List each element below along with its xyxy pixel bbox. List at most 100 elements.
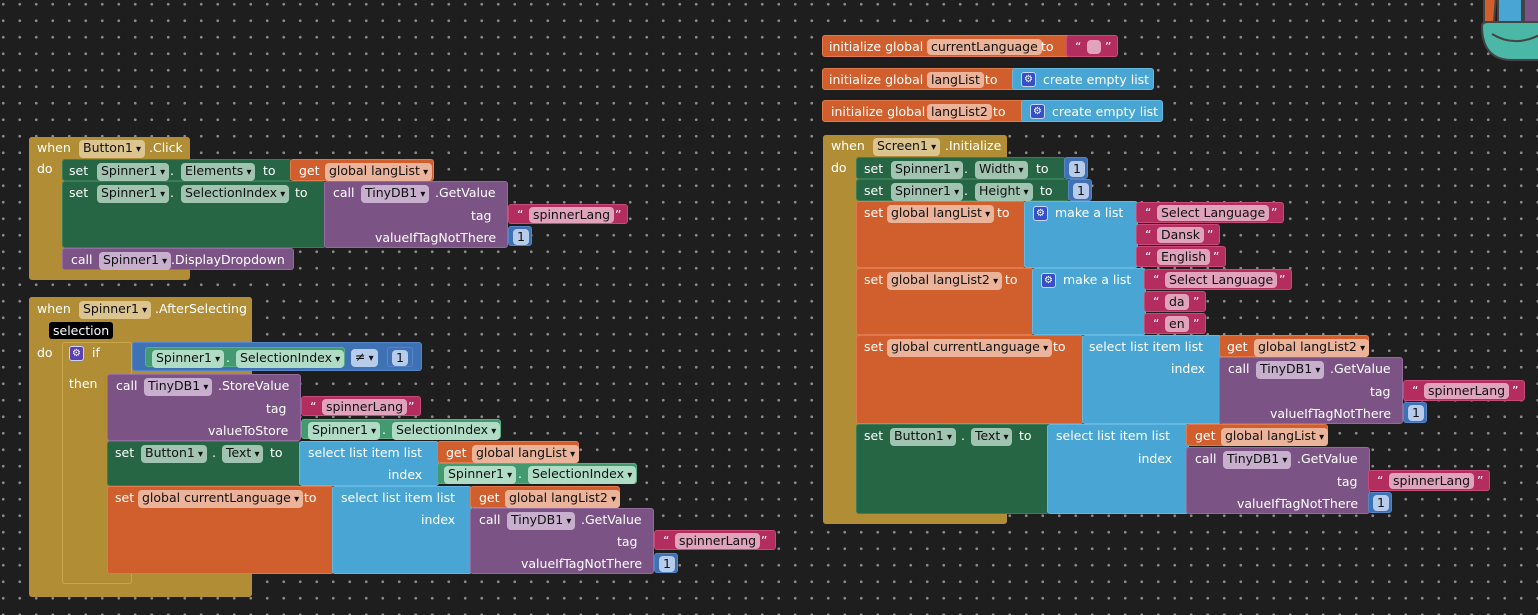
var-dropdown[interactable]: global langList2 [887,272,1003,290]
mutator-gear-icon[interactable]: ⚙ [1033,206,1048,221]
component-dropdown[interactable]: Spinner1 [97,163,170,181]
get-global-langList[interactable]: get global langList [1186,424,1329,446]
number-block[interactable]: 1 [1064,157,1088,179]
init-global-langList[interactable]: initialize global langList to [822,68,1022,90]
component-dropdown[interactable]: Spinner1 [891,183,964,201]
db-dropdown[interactable]: TinyDB1 [1256,361,1325,379]
text-block[interactable]: “ da ” [1144,291,1206,312]
component-dropdown[interactable]: Spinner1 [97,185,170,203]
var-dropdown[interactable]: global langList [1221,428,1329,446]
text-field[interactable]: da [1165,294,1189,310]
var-dropdown[interactable]: global currentLanguage [138,490,304,508]
set-button1-text[interactable]: set Button1 . Text to [107,441,301,486]
number-field[interactable]: 1 [659,556,675,572]
text-field[interactable]: Dansk [1157,227,1204,243]
property-dropdown[interactable]: SelectionIndex [528,466,637,484]
number-block[interactable]: 1 [654,553,678,573]
var-name-field[interactable]: langList2 [927,104,992,120]
component-dropdown[interactable]: Spinner1 [79,301,152,319]
make-a-list[interactable]: ⚙ make a list [1024,201,1138,268]
gear-icon[interactable]: ⚙ [1030,104,1045,119]
empty-text-block[interactable]: “ ” [1066,35,1118,57]
db-dropdown[interactable]: TinyDB1 [507,512,576,530]
make-a-list[interactable]: ⚙ make a list [1032,268,1146,335]
text-block[interactable]: “ Select Language ” [1144,269,1292,290]
number-field[interactable]: 1 [1073,183,1089,199]
var-name-field[interactable]: currentLanguage [927,39,1042,55]
backpack-icon[interactable] [1478,0,1538,62]
text-block[interactable]: “ spinnerLang ” [301,396,421,416]
set-spinner-height[interactable]: set Spinner1 . Height to [856,179,1070,201]
text-block[interactable]: “ English ” [1136,246,1226,267]
text-block[interactable]: “ spinnerLang ” [654,530,776,550]
get-global-langList2[interactable]: get global langList2 [470,486,621,508]
set-spinner-elements[interactable]: set Spinner1 . Elements to [62,159,292,181]
call-tinydb-getvalue[interactable]: call TinyDB1 .GetValue tag valueIfTagNot… [470,508,654,574]
set-global-langList2[interactable]: set global langList2 to [856,268,1034,335]
property-dropdown[interactable]: Text [971,428,1013,446]
component-dropdown[interactable]: Spinner1 [444,466,517,484]
property-dropdown[interactable]: Height [975,183,1033,201]
select-list-item[interactable]: select list item list index [1082,335,1222,424]
select-list-item[interactable]: select list item list index [299,441,439,486]
var-dropdown[interactable]: global langList [472,445,580,463]
set-global-currentLanguage[interactable]: set global currentLanguage to [107,486,334,574]
create-empty-list-block[interactable]: ⚙ create empty list [1021,100,1163,122]
text-block[interactable]: “ Select Language ” [1136,202,1284,223]
set-global-currentLanguage[interactable]: set global currentLanguage to [856,335,1084,424]
property-dropdown[interactable]: Text [222,445,264,463]
get-global-langList[interactable]: get global langList [437,441,580,463]
component-dropdown[interactable]: Button1 [79,140,146,158]
set-spinner-width[interactable]: set Spinner1 . Width to [856,157,1066,179]
property-dropdown[interactable]: SelectionIndex [392,422,501,440]
init-global-langList2[interactable]: initialize global langList2 to [822,100,1032,122]
select-list-item[interactable]: select list item list index [332,486,472,574]
number-block[interactable]: 1 [387,347,413,367]
component-dropdown[interactable]: Spinner1 [308,422,381,440]
property-dropdown[interactable]: Elements [181,163,256,181]
component-dropdown[interactable]: Button1 [890,428,957,446]
property-dropdown[interactable]: SelectionIndex [236,350,345,368]
compare-block[interactable]: Spinner1 . SelectionIndex ≠ 1 [132,342,422,371]
text-field[interactable]: Select Language [1165,272,1278,288]
var-dropdown[interactable]: global currentLanguage [887,339,1053,357]
text-field[interactable]: spinnerLang [1389,473,1475,489]
text-block[interactable]: “ spinnerLang ” [508,204,628,224]
operator-dropdown[interactable]: ≠ [351,349,378,367]
get-global-langList2[interactable]: get global langList2 [1219,335,1370,357]
component-getter[interactable]: Spinner1 . SelectionIndex [145,347,345,368]
text-field[interactable]: English [1157,249,1211,265]
component-dropdown[interactable]: Screen1 [873,138,941,156]
component-dropdown[interactable]: Spinner1 [152,350,225,368]
call-tinydb-getvalue[interactable]: call TinyDB1 .GetValue tag valueIfTagNot… [1186,447,1370,514]
number-block[interactable]: 1 [508,226,532,246]
var-dropdown[interactable]: global langList [887,205,995,223]
db-dropdown[interactable]: TinyDB1 [144,378,213,396]
number-field[interactable]: 1 [513,229,529,245]
mutator-gear-icon[interactable]: ⚙ [69,346,84,361]
empty-text-field[interactable] [1087,40,1101,54]
call-tinydb-getvalue[interactable]: call TinyDB1 .GetValue tag valueIfTagNot… [324,181,508,248]
var-dropdown[interactable]: global langList2 [1254,339,1370,357]
create-empty-list-block[interactable]: ⚙ create empty list [1012,68,1154,90]
gear-icon[interactable]: ⚙ [1021,72,1036,87]
component-dropdown[interactable]: Button1 [141,445,208,463]
set-global-langList[interactable]: set global langList to [856,201,1026,268]
call-spinner-displaydropdown[interactable]: call Spinner1 .DisplayDropdown [62,248,294,270]
text-block[interactable]: “ en ” [1144,313,1206,334]
number-field[interactable]: 1 [392,350,408,366]
text-block[interactable]: “ Dansk ” [1136,224,1220,245]
get-global-langList[interactable]: get global langList [290,159,434,181]
component-getter[interactable]: Spinner1 . SelectionIndex [437,463,637,484]
number-block[interactable]: 1 [1068,179,1092,201]
init-global-currentLanguage[interactable]: initialize global currentLanguage to [822,35,1072,57]
text-field[interactable]: en [1165,316,1189,332]
number-block[interactable]: 1 [1403,402,1427,423]
call-tinydb-getvalue[interactable]: call TinyDB1 .GetValue tag valueIfTagNot… [1219,357,1403,424]
mutator-gear-icon[interactable]: ⚙ [1041,273,1056,288]
text-field[interactable]: Select Language [1157,205,1270,221]
component-getter[interactable]: Spinner1 . SelectionIndex [301,419,501,440]
db-dropdown[interactable]: TinyDB1 [361,185,430,203]
text-field[interactable]: spinnerLang [1424,383,1510,399]
number-field[interactable]: 1 [1408,405,1424,421]
